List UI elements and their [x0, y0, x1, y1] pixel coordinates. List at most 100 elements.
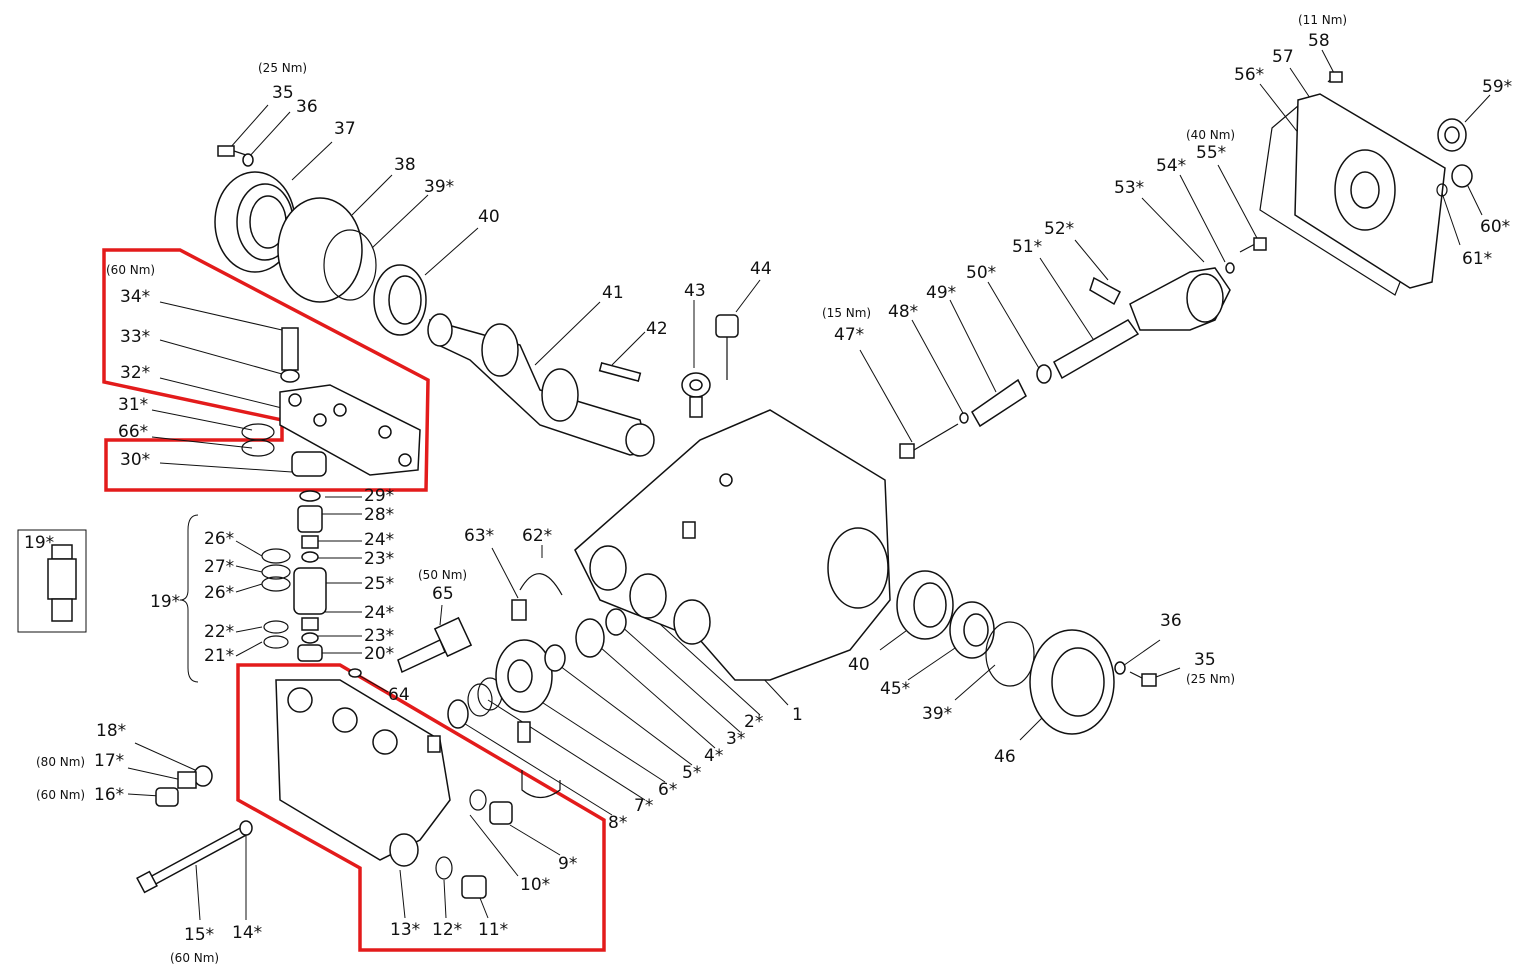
parts: [136, 71, 1473, 899]
callout-18: 18*: [96, 721, 126, 741]
callout-27: 27*: [204, 557, 234, 577]
oring-39-top: [323, 229, 377, 301]
callout-23a: 23*: [364, 549, 394, 569]
callout-45: 45*: [880, 679, 910, 699]
torque-65: (50 Nm): [418, 568, 467, 582]
bolt-35-top: [217, 145, 254, 167]
gasket-38: [277, 197, 363, 303]
callout-35-right: 35: [1194, 650, 1216, 670]
callout-23b: 23*: [364, 626, 394, 646]
callout-17: 17*: [94, 751, 124, 771]
plug-9: [489, 801, 513, 825]
highlight-valve-cover: [102, 248, 430, 492]
torque-55: (40 Nm): [1186, 128, 1235, 142]
callout-33: 33*: [120, 327, 150, 347]
callout-28: 28*: [364, 505, 394, 525]
callout-22: 22*: [204, 622, 234, 642]
callout-42: 42: [646, 319, 668, 339]
callout-1: 1: [792, 705, 803, 725]
inset-valve-19: [17, 529, 87, 633]
callout-8: 8*: [608, 813, 627, 833]
oring-12: [435, 856, 453, 880]
washer-61: [1436, 183, 1448, 197]
oring-22: [263, 620, 289, 634]
callout-58: 58: [1308, 31, 1330, 51]
seal-45: [949, 601, 995, 659]
washer-33: [280, 369, 300, 383]
callout-31: 31*: [118, 395, 148, 415]
pin-52: [1089, 276, 1121, 306]
oring-66: [241, 439, 275, 457]
callout-25: 25*: [364, 574, 394, 594]
oring-26a: [261, 548, 291, 564]
callout-46: 46: [994, 747, 1016, 767]
torque-35-top: (25 Nm): [258, 61, 307, 75]
bolt-55: [1239, 237, 1267, 253]
fitting-63: [511, 599, 527, 621]
bearing-cover-46: [1029, 629, 1115, 735]
callout-59: 59*: [1482, 77, 1512, 97]
callout-54: 54*: [1156, 156, 1186, 176]
callout-41: 41: [602, 283, 624, 303]
callout-47: 47*: [834, 325, 864, 345]
rear-cover-57: [1294, 93, 1446, 289]
callout-37: 37: [334, 119, 356, 139]
torque-15: (60 Nm): [170, 951, 219, 965]
callout-48: 48*: [888, 302, 918, 322]
callout-9: 9*: [558, 854, 577, 874]
callout-38: 38: [394, 155, 416, 175]
torque-47: (15 Nm): [822, 306, 871, 320]
oring-64: [348, 668, 362, 678]
callout-24b: 24*: [364, 603, 394, 623]
callout-10: 10*: [520, 875, 550, 895]
callout-40-right: 40: [848, 655, 870, 675]
washer-54: [1225, 262, 1235, 274]
bolt-34: [281, 327, 299, 371]
callout-32: 32*: [120, 363, 150, 383]
torque-labels: (25 Nm) (60 Nm) (50 Nm) (80 Nm) (60 Nm) …: [36, 13, 1347, 965]
conrod-53: [1129, 267, 1231, 331]
valve-stack: [293, 490, 327, 662]
bearing-cover-37: [214, 171, 296, 273]
oring-27: [261, 564, 291, 580]
key-42: [598, 362, 642, 382]
callout-21: 21*: [204, 646, 234, 666]
callout-35-top: 35: [272, 83, 294, 103]
callout-19-inset: 19*: [24, 533, 54, 553]
oring-31: [241, 423, 275, 441]
callout-64: 64: [388, 685, 410, 705]
callout-39-right: 39*: [922, 704, 952, 724]
callout-16: 16*: [94, 785, 124, 805]
leader-lines: [127, 49, 1491, 921]
torque-16: (60 Nm): [36, 788, 85, 802]
callout-56: 56*: [1234, 65, 1264, 85]
washer-36-right: [1114, 661, 1126, 675]
plug-16: [155, 787, 179, 807]
callout-51: 51*: [1012, 237, 1042, 257]
eyebolt-43: [681, 372, 711, 418]
callout-55: 55*: [1196, 143, 1226, 163]
tube-62: [519, 573, 563, 596]
callout-12: 12*: [432, 920, 462, 940]
callout-53: 53*: [1114, 178, 1144, 198]
seal-set: [447, 608, 627, 799]
callout-3: 3*: [726, 729, 745, 749]
plug-11: [461, 875, 487, 899]
oring-26b: [261, 576, 291, 592]
callout-66: 66*: [118, 422, 148, 442]
callout-34: 34*: [120, 287, 150, 307]
callout-36-right: 36: [1160, 611, 1182, 631]
unloader-65: [397, 616, 473, 674]
bearing-40-right: [896, 570, 954, 640]
bolt-47: [899, 423, 959, 459]
callout-39-top: 39*: [424, 177, 454, 197]
plug-17: [177, 771, 197, 789]
callout-2: 2*: [744, 712, 763, 732]
callout-5: 5*: [682, 763, 701, 783]
bolt-58: [1327, 71, 1343, 83]
bearing-40-top: [373, 264, 427, 336]
callout-57: 57: [1272, 47, 1294, 67]
callout-20: 20*: [364, 644, 394, 664]
callout-43: 43: [684, 281, 706, 301]
oring-39-right: [985, 621, 1035, 687]
